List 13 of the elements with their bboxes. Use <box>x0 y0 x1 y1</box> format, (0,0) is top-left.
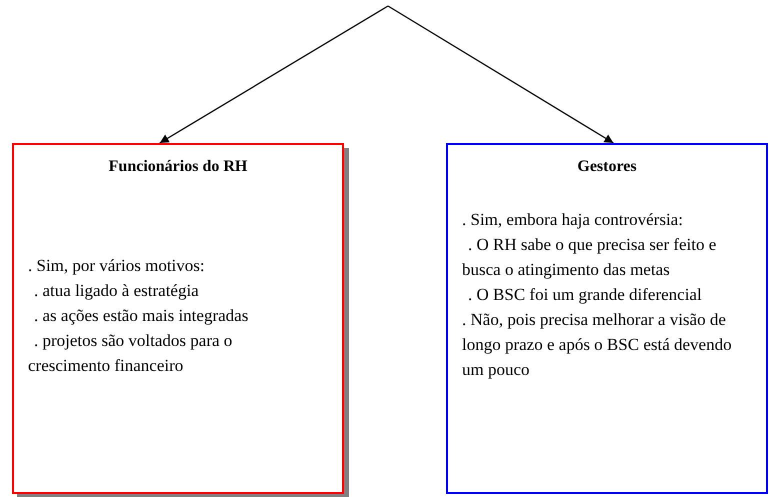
arrow <box>388 5 614 144</box>
arrow <box>159 5 388 144</box>
bullet-text: . O RH sabe o que precisa ser feito e busca o atingimento das metas <box>462 234 718 281</box>
bullet-text: . O BSC foi um grande diferencial <box>467 284 703 306</box>
bullet-text: . atua ligado à estratégia <box>33 280 200 302</box>
bullet-text: . as ações estão mais integradas <box>33 305 250 327</box>
bullet-text: . projetos são voltados para o crescimento financeiro <box>28 330 234 377</box>
box-heading: Funcionários do RH <box>108 157 248 177</box>
text-box <box>446 143 768 494</box>
bullet-text: . Sim, por vários motivos: <box>28 255 206 277</box>
bullet-text: . Sim, embora haja controvérsia: <box>462 209 684 231</box>
box-heading: Gestores <box>576 157 638 177</box>
bullet-text: . Não, pois precisa melhorar a visão de longo prazo e após o BSC está devendo um pouco <box>462 309 733 381</box>
